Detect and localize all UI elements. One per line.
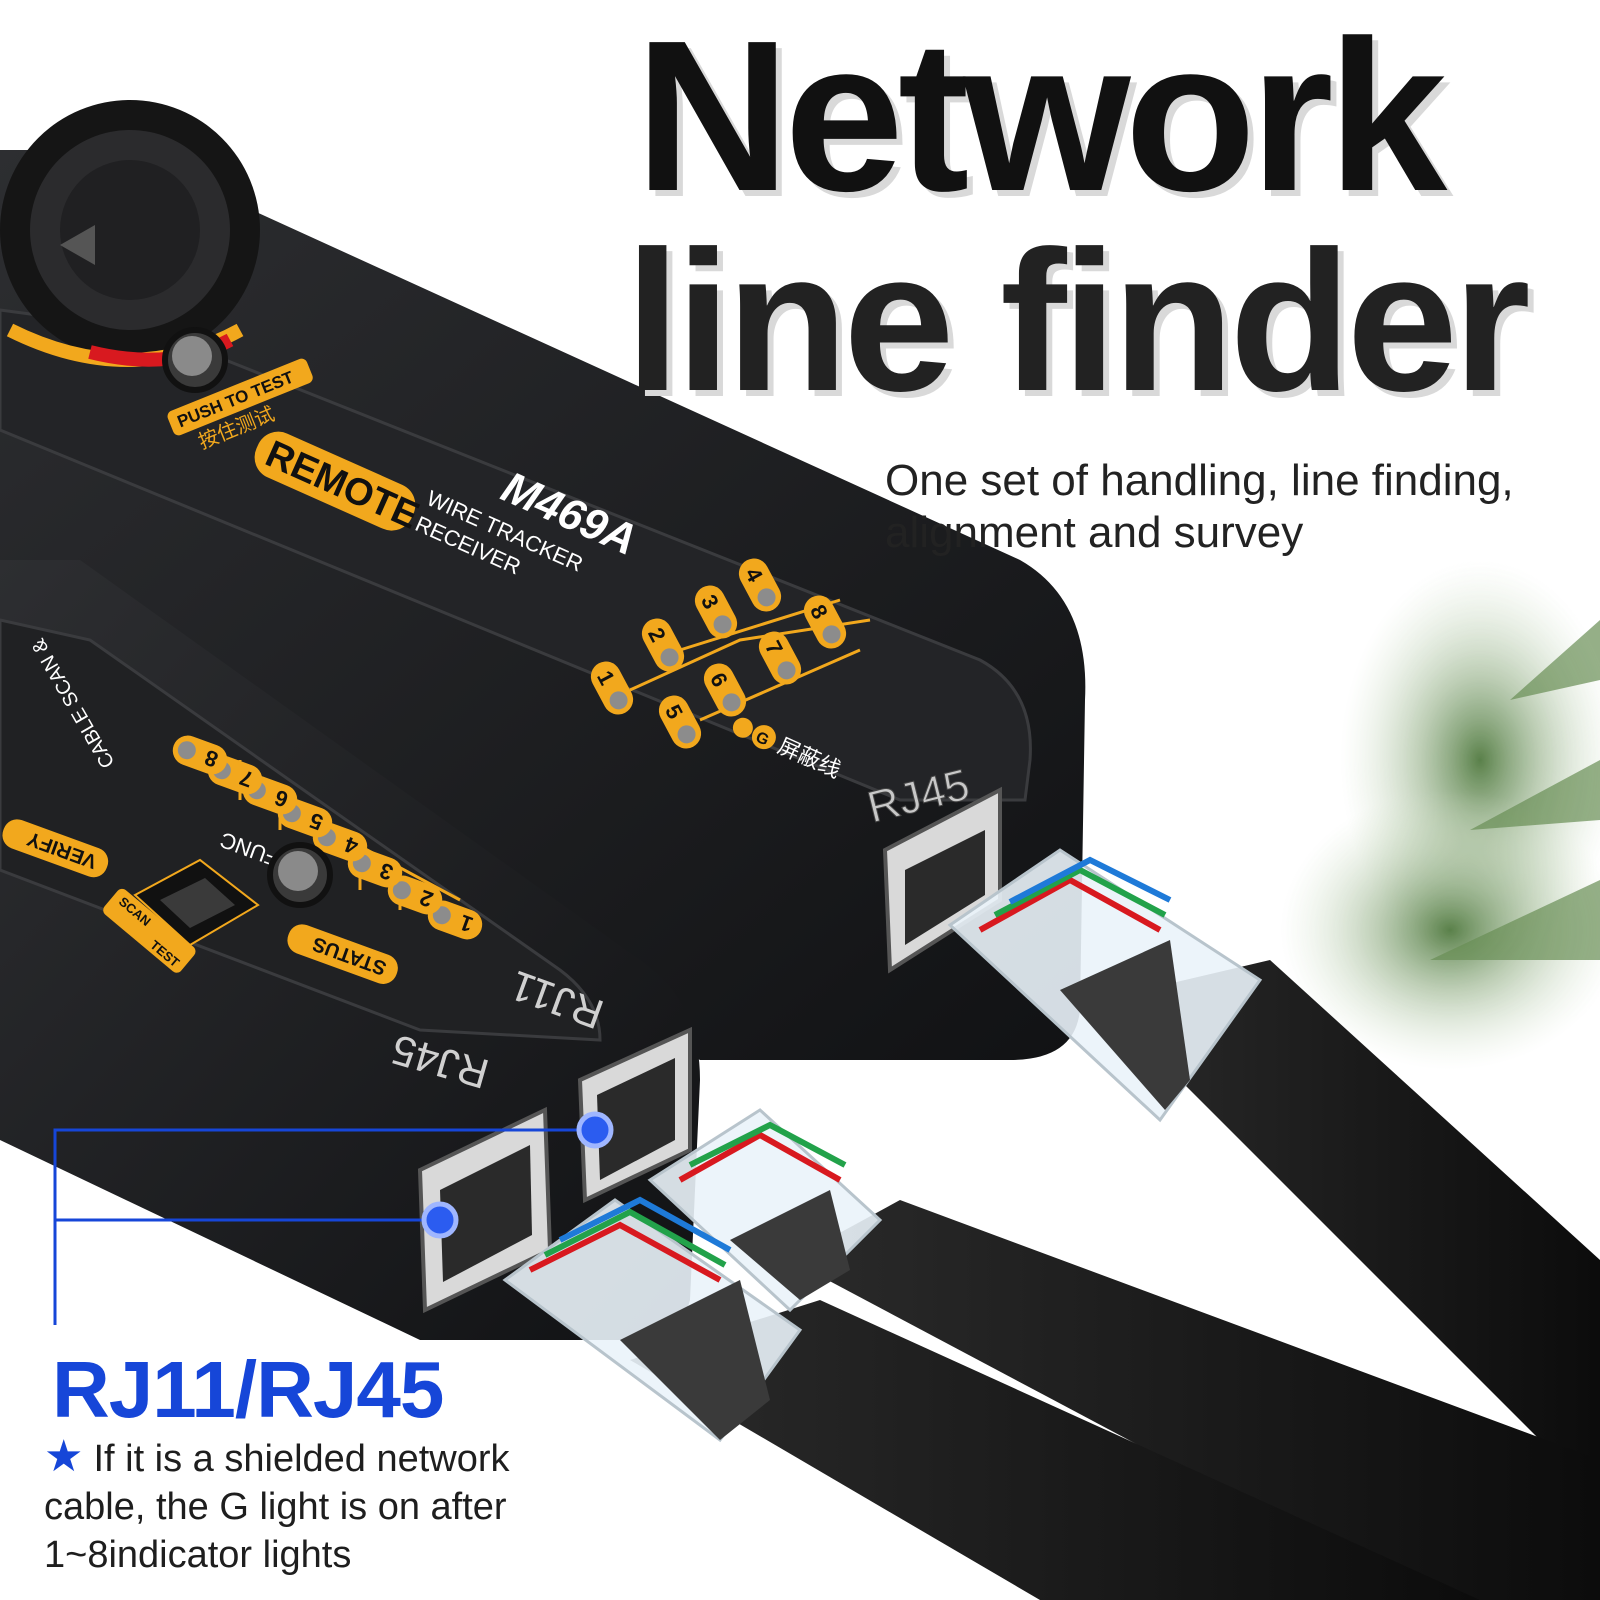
rj45-connector-transmitter <box>502 1196 803 1443</box>
receiver-pin-7: 7 <box>758 631 802 685</box>
receiver-pin-3: 3 <box>694 585 738 639</box>
rj45-callout-dot <box>421 1201 459 1239</box>
port-callout-heading: RJ11/RJ45 <box>52 1345 444 1434</box>
receiver-pin-8: 8 <box>803 595 847 649</box>
star-icon: ★ <box>44 1432 84 1481</box>
receiver-pin-1: 1 <box>590 661 634 715</box>
transmitter-pin-2: 2 <box>387 875 443 915</box>
tagline: One set of handling, line finding, align… <box>885 456 1514 557</box>
shielded-cable-note-text: If it is a shielded network cable, the G… <box>44 1438 510 1576</box>
transmitter-pin-8: 8 <box>172 735 228 775</box>
receiver-pin-2: 2 <box>641 618 685 672</box>
rj45-connector-receiver <box>947 848 1263 1123</box>
headline-line-2: line finder <box>625 210 1531 433</box>
network-cables <box>630 960 1600 1600</box>
receiver-pin-6: 6 <box>703 663 747 717</box>
headline-line-1: Network <box>635 0 1447 236</box>
rj11-callout-dot <box>576 1111 614 1149</box>
background-plant <box>1280 560 1600 1070</box>
port-callout-lines <box>53 1128 595 1325</box>
transmitter-pin-1: 1 <box>427 900 483 940</box>
receiver-pin-5: 5 <box>658 695 702 749</box>
receiver-pin-4: 4 <box>738 558 782 612</box>
receiver-device: PUSH TO TEST 按住测试 REMOTE M469A WIRE TRAC… <box>0 100 1086 1060</box>
rj11-connector-transmitter <box>647 1108 883 1313</box>
shielded-cable-note: ★If it is a shielded network cable, the … <box>44 1433 604 1579</box>
